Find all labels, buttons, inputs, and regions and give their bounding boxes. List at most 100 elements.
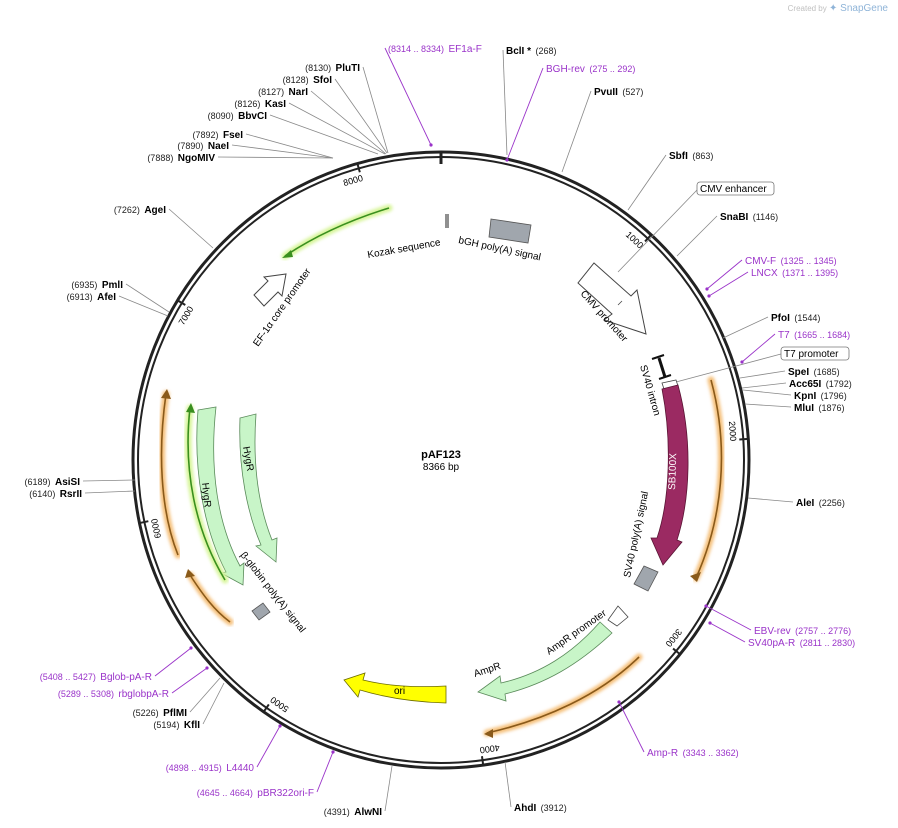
- site-labels: BclI * (268)PvuII (527)SbfI (863)SnaBI (…: [25, 46, 852, 818]
- site-position: (1544): [794, 313, 820, 323]
- primer-label: SV40pA-R (2811 .. 2830): [748, 633, 855, 650]
- tick-label: 6000: [149, 518, 163, 540]
- site-leader: [217, 156, 334, 159]
- orange-arrow-left-head: [161, 389, 171, 399]
- primer-name: CMV-F: [745, 256, 776, 267]
- site-label: AleI (2256): [796, 493, 845, 510]
- site-leader: [84, 490, 136, 494]
- site-label: (6935) PmlI: [71, 275, 123, 292]
- primer-label: (5408 .. 5427) Bglob-pA-R: [40, 667, 152, 684]
- plasmid-length: 8366 bp: [423, 462, 460, 473]
- site-name: BbvCI: [238, 111, 267, 122]
- tick-mark: [480, 756, 485, 766]
- site-label: (5226) PflMI: [133, 703, 188, 720]
- site-name: SbfI: [669, 151, 688, 162]
- primer-label: T7 (1665 .. 1684): [778, 325, 850, 342]
- cmv-enhancer-leader: [617, 189, 698, 273]
- t7-promoter-label: T7 promoter: [784, 349, 839, 360]
- site-label: MluI (1876): [794, 398, 844, 415]
- cmv-enhancer-label: CMV enhancer: [700, 184, 767, 195]
- label-kozak: Kozak sequence: [367, 237, 442, 261]
- primer-label: (4898 .. 4915) L4440: [166, 758, 255, 775]
- site-label: (7892) FseI: [193, 125, 244, 142]
- site-name: KasI: [265, 99, 286, 110]
- primer-label: BGH-rev (275 .. 292): [546, 59, 635, 76]
- site-position: (268): [535, 46, 556, 56]
- site-label: PvuII (527): [594, 82, 643, 99]
- site-label: (8126) KasI: [234, 94, 286, 111]
- site-leader: [125, 283, 170, 313]
- label-sv40-intron: SV40 intron: [637, 364, 662, 417]
- primer-site-mark: [704, 604, 708, 608]
- site-position: (527): [622, 87, 643, 97]
- site-label: SbfI (863): [669, 146, 713, 163]
- primer-leader: [171, 667, 208, 694]
- bglobin-polya-box: [251, 602, 271, 621]
- site-leader: [245, 133, 334, 159]
- primer-name: LNCX: [751, 268, 778, 279]
- primer-site-mark: [708, 621, 712, 625]
- plasmid-name: pAF123: [421, 449, 461, 461]
- primer-leader: [709, 622, 746, 643]
- site-name: SpeI: [788, 367, 809, 378]
- site-position: (7262): [114, 205, 140, 215]
- site-name: PflMI: [163, 708, 187, 719]
- primer-label: EBV-rev (2757 .. 2776): [754, 621, 851, 638]
- label-sv40-polya: SV40 poly(A) signal: [622, 490, 651, 578]
- site-label: Acc65I (1792): [789, 374, 852, 391]
- primer-label: (8314 .. 8334) EF1a-F: [388, 39, 482, 56]
- sv40-intron-marker: [657, 357, 667, 378]
- primer-leader: [705, 605, 752, 631]
- green-arrow-left: [187, 407, 226, 581]
- primer-name: EBV-rev: [754, 626, 791, 637]
- primer-range: (2757 .. 2776): [795, 626, 851, 636]
- primer-site-mark: [505, 158, 509, 162]
- primer-range: (5408 .. 5427): [40, 672, 96, 682]
- site-position: (5226): [133, 708, 159, 718]
- site-name: NgoMIV: [178, 153, 216, 164]
- site-name: PmlI: [102, 280, 123, 291]
- hygr-arrow-1: [196, 406, 245, 586]
- primer-leader: [256, 725, 281, 768]
- primer-label: (5289 .. 5308) rbglobpA-R: [58, 684, 169, 701]
- tick-mark: [739, 437, 749, 441]
- site-name: PfoI: [771, 313, 790, 324]
- bgh-polya-box: [488, 218, 532, 244]
- primer-site-mark: [740, 360, 744, 364]
- site-position: (8130): [305, 63, 331, 73]
- site-name: SnaBI: [720, 212, 749, 223]
- primer-name: rbglobpA-R: [118, 689, 169, 700]
- green-arrow-left-head: [186, 403, 195, 413]
- site-position: (6140): [29, 489, 55, 499]
- primer-site-mark: [429, 143, 433, 147]
- primer-range: (3343 .. 3362): [683, 748, 739, 758]
- primer-site-mark: [205, 666, 209, 670]
- site-position: (1792): [826, 379, 852, 389]
- site-leader: [722, 316, 769, 339]
- site-position: (1796): [821, 391, 847, 401]
- site-leader: [362, 66, 389, 154]
- primer-range: (5289 .. 5308): [58, 689, 114, 699]
- site-leader: [384, 765, 393, 812]
- site-position: (8128): [283, 75, 309, 85]
- orange-arrow-left-lower: [189, 574, 231, 623]
- label-hygr-1: HygR: [199, 482, 213, 508]
- site-name: AleI: [796, 498, 815, 509]
- site-label: KpnI (1796): [794, 386, 847, 403]
- site-name: MluI: [794, 403, 814, 414]
- site-position: (6913): [67, 292, 93, 302]
- primer-range: (4645 .. 4664): [197, 788, 253, 798]
- primer-leader: [706, 259, 743, 290]
- primer-leader: [154, 647, 192, 677]
- primer-leader: [384, 47, 432, 146]
- label-bglobin: β-globin poly(A) signal: [238, 550, 308, 635]
- site-label: (6189) AsiSI: [25, 472, 81, 489]
- site-name: SfoI: [313, 75, 332, 86]
- site-position: (4391): [324, 807, 350, 817]
- ef1a-promoter-arrow: [253, 273, 287, 307]
- orange-arrow-right: [695, 379, 723, 579]
- primer-label: (4645 .. 4664) pBR322ori-F: [197, 783, 314, 800]
- site-label: (7890) NaeI: [177, 136, 229, 153]
- tick-mark: [177, 299, 186, 306]
